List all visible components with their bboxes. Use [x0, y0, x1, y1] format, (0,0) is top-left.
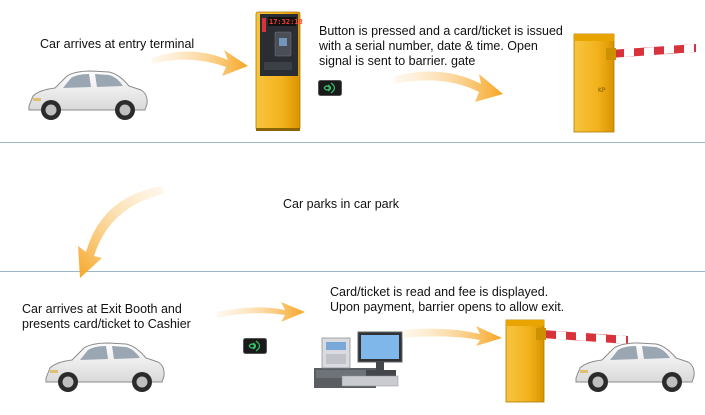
- rfid-card-icon: [243, 338, 267, 354]
- barrier-gate-icon: KP: [573, 33, 696, 133]
- caption-fee-displayed: Card/ticket is read and fee is displayed…: [330, 285, 565, 314]
- car-icon: [28, 70, 148, 120]
- curved-arrow-icon: [78, 186, 164, 278]
- car-icon: [575, 342, 695, 392]
- caption-exit-booth: Car arrives at Exit Booth and presents c…: [22, 302, 191, 331]
- caption-entry: Car arrives at entry terminal: [40, 37, 195, 51]
- car-icon: [45, 342, 165, 392]
- curved-arrow-icon: [217, 302, 305, 322]
- barrier-gate-icon: [505, 319, 628, 403]
- svg-text:KP: KP: [598, 87, 606, 94]
- section-divider-top: [0, 142, 705, 143]
- curved-arrow-icon: [402, 326, 502, 346]
- caption-car-parks: Car parks in car park: [283, 197, 400, 211]
- terminal-display: 17:32:18: [269, 18, 303, 26]
- curved-arrow-icon: [152, 50, 248, 76]
- ticket-terminal-icon: 17:32:18: [255, 11, 303, 131]
- caption-ticket-issued: Button is pressed and a card/ticket is i…: [319, 24, 563, 68]
- rfid-card-icon: [318, 80, 342, 96]
- curved-arrow-icon: [395, 71, 503, 102]
- cashier-pos-icon: [314, 331, 403, 388]
- section-divider-bottom: [0, 271, 705, 272]
